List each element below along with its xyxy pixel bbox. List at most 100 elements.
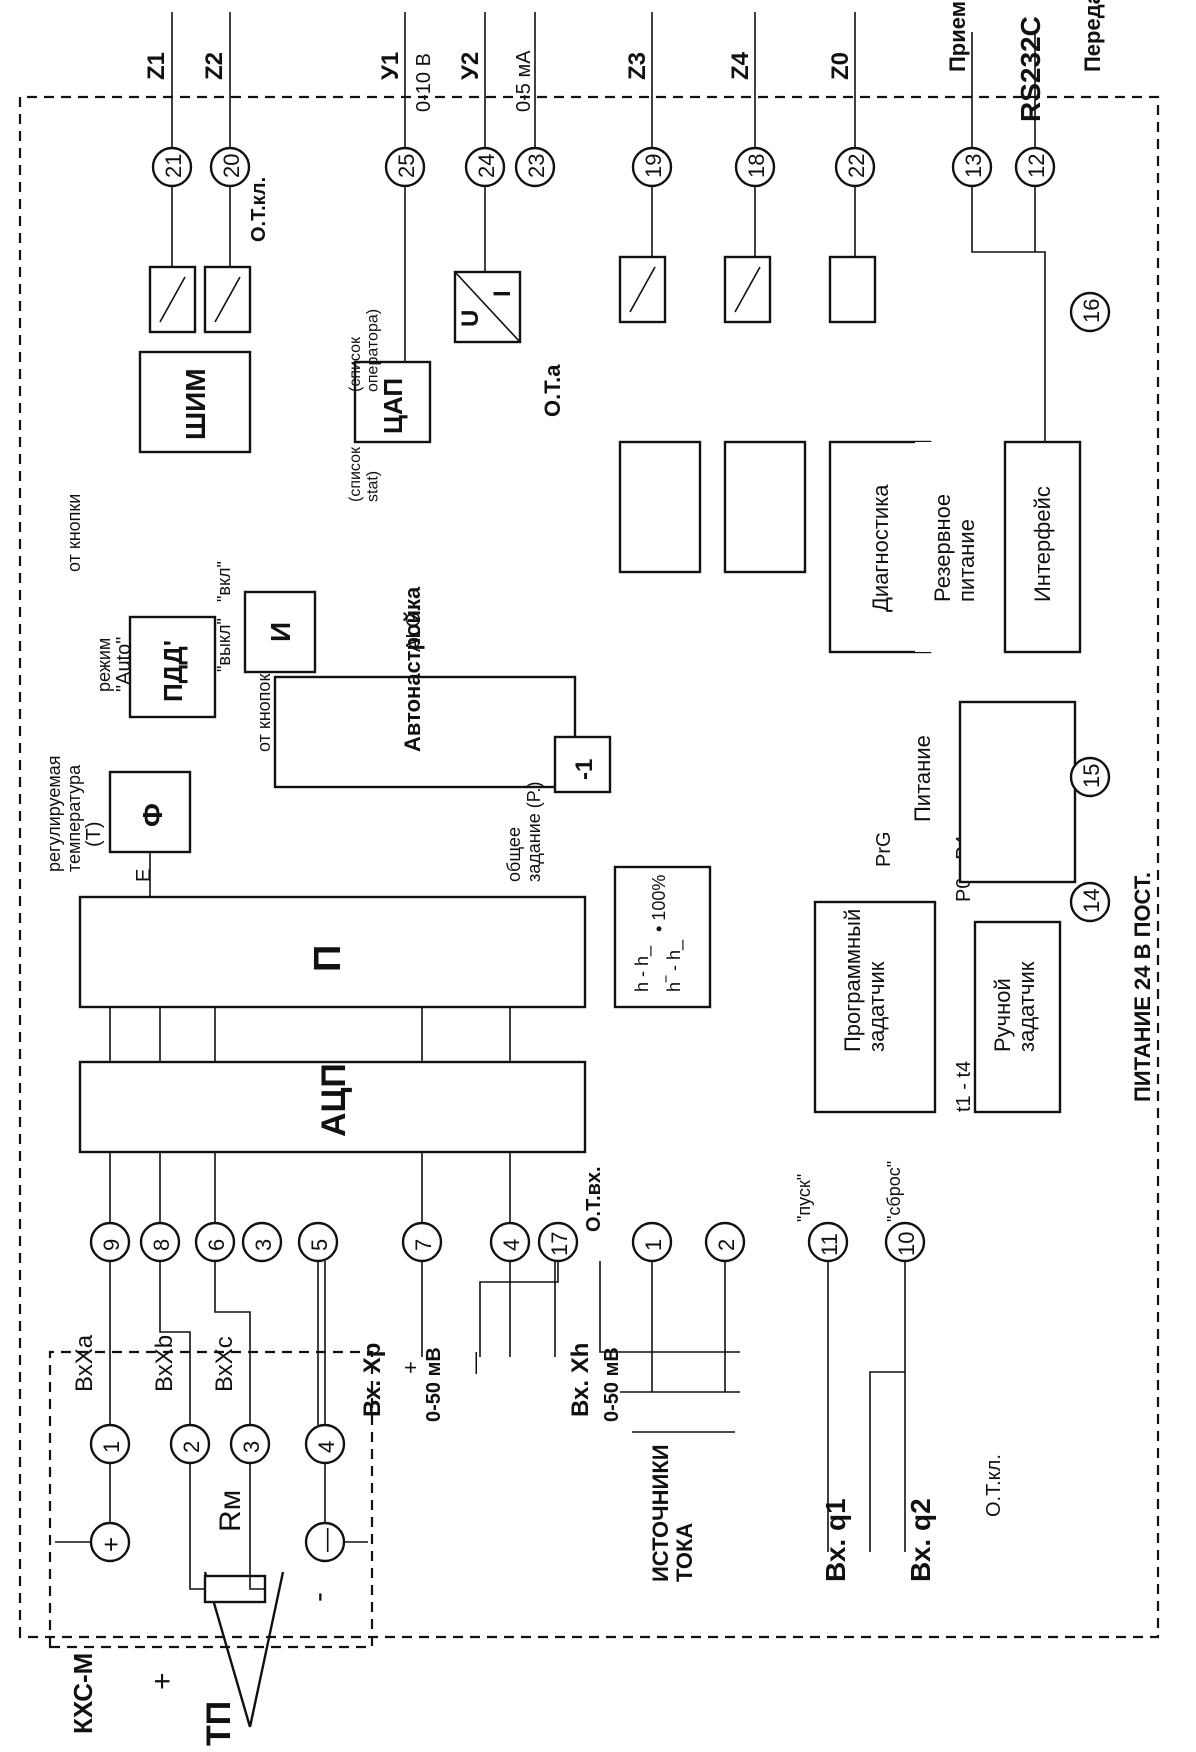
formula-bot: h‾ - h_	[664, 939, 685, 992]
z0-label: Z0	[827, 52, 854, 80]
from-btns-label: от кнопок	[254, 674, 274, 752]
reg-temp-label: регулируемаятемпература	[44, 756, 84, 873]
y1-range: 0-10 В	[413, 53, 435, 112]
ot-kl-top: О.Т.кл.	[248, 177, 270, 242]
neg1-label: -1	[571, 759, 598, 780]
in-b-label: ВхXb	[151, 1335, 178, 1392]
z2-label: Z2	[201, 52, 228, 80]
term-label: 1	[99, 1441, 124, 1453]
pusk-label: "пуск"	[794, 1174, 814, 1222]
iface-block	[1003, 440, 1082, 654]
from-btn-label: от кнопки	[64, 494, 84, 572]
formula-pct: • 100%	[649, 875, 669, 932]
pdd-label: ПДД'	[158, 640, 188, 702]
term-label: 5	[307, 1239, 332, 1251]
term-label: 24	[474, 154, 499, 178]
list-oper: (списокоператора)	[347, 309, 382, 392]
term-label: 20	[219, 154, 244, 178]
term-label: 2	[714, 1239, 739, 1251]
term-label: 23	[524, 154, 549, 178]
thermocouple: ТП + -	[146, 1571, 335, 1746]
tx-label: Передача	[1080, 0, 1105, 72]
term-label: 16	[1079, 299, 1104, 323]
plus-sign: +	[96, 1537, 126, 1552]
adc-label: АЦП	[315, 1063, 353, 1137]
on-label: "вкл"	[214, 561, 234, 602]
term-label: 8	[149, 1239, 174, 1251]
term-label: 4	[314, 1441, 339, 1453]
otvx-label: О.Т.вх.	[583, 1166, 605, 1232]
term-label: 19	[641, 154, 666, 178]
rx-label: Прием	[945, 1, 970, 72]
power-label: Питание	[910, 735, 935, 822]
dac-block	[353, 360, 432, 444]
manual-label: Ручнойзадатчик	[990, 961, 1039, 1052]
q1-label: Вх. q1	[820, 1498, 851, 1582]
term-label: 7	[411, 1239, 436, 1251]
shim-label: ШИМ	[180, 368, 211, 440]
iface-label: Интерфейс	[1030, 486, 1055, 602]
prog-label: Программныйзадатчик	[840, 909, 889, 1052]
term-label: 15	[1079, 764, 1104, 788]
tp-minus: -	[302, 1592, 335, 1602]
list-stat: (списокstat)	[347, 446, 382, 502]
autotune-label: Автонастройка	[400, 586, 425, 752]
alg-label: ALG.	[403, 606, 425, 652]
range1: 0-50 мВ	[423, 1347, 445, 1422]
reserve-label: Резервноепитание	[930, 494, 979, 602]
tp-label: ТП	[200, 1701, 238, 1746]
neg1-block	[553, 735, 612, 794]
term-label: 12	[1024, 154, 1049, 178]
t-label: (T)	[83, 821, 105, 847]
ui-i: I	[489, 290, 516, 297]
dac-label: ЦАП	[378, 378, 408, 434]
term-label: 9	[99, 1239, 124, 1251]
comparator-1	[618, 440, 702, 574]
ui-u: U	[457, 310, 484, 327]
term-label: 14	[1079, 889, 1104, 913]
y2-range: 0-5 мА	[513, 50, 535, 112]
term-label: 25	[394, 154, 419, 178]
ota-label: О.Т.а	[540, 364, 565, 417]
pdd-block	[128, 615, 217, 719]
y1-label: У1	[377, 52, 404, 80]
xp-minus: —	[462, 1352, 487, 1374]
minus-sign: —	[313, 1528, 340, 1552]
term-label: 18	[744, 154, 769, 178]
prg-label: PrG	[873, 831, 895, 867]
auto-label: "Auto"	[113, 637, 135, 692]
common-label: общеезадание (P.)	[504, 782, 544, 882]
term-label: 2	[179, 1441, 204, 1453]
term-label: 17	[547, 1232, 572, 1256]
z4-label: Z4	[727, 51, 754, 80]
tp-plus: +	[146, 1672, 179, 1690]
relay-5	[828, 255, 877, 324]
mode-label: режим	[94, 638, 114, 692]
formula-top: h - h_	[632, 945, 653, 992]
input-terminals: 9 8 6 3 5 7 4 17 1 2 11 10	[89, 1221, 926, 1263]
term-label: 13	[961, 154, 986, 178]
i-label: И	[265, 622, 296, 642]
rs-label: RS232C	[1015, 16, 1046, 122]
term-label: 11	[817, 1233, 842, 1256]
term-label: 4	[499, 1239, 524, 1251]
z3-label: Z3	[624, 52, 651, 80]
in-c-label: ВхXc	[211, 1336, 238, 1392]
term-label: 3	[239, 1441, 264, 1453]
manual-block	[973, 920, 1062, 1114]
power-block	[958, 700, 1077, 884]
sources-label: ИСТОЧНИКИТОКА	[648, 1444, 697, 1582]
diag-label: Диагностика	[868, 484, 893, 612]
formula-block	[613, 865, 712, 1009]
in-xh-label: Вх. Xh	[567, 1343, 594, 1417]
ot-kl-left: О.Т.кл.	[983, 1454, 1005, 1517]
term-label: 1	[641, 1239, 666, 1251]
reserve-block	[915, 442, 995, 652]
z1-label: Z1	[143, 52, 170, 80]
y2-label: У2	[457, 52, 484, 80]
term-label: 6	[204, 1239, 229, 1251]
p-label: П	[307, 945, 349, 972]
off-label: "выкл"	[214, 618, 234, 672]
